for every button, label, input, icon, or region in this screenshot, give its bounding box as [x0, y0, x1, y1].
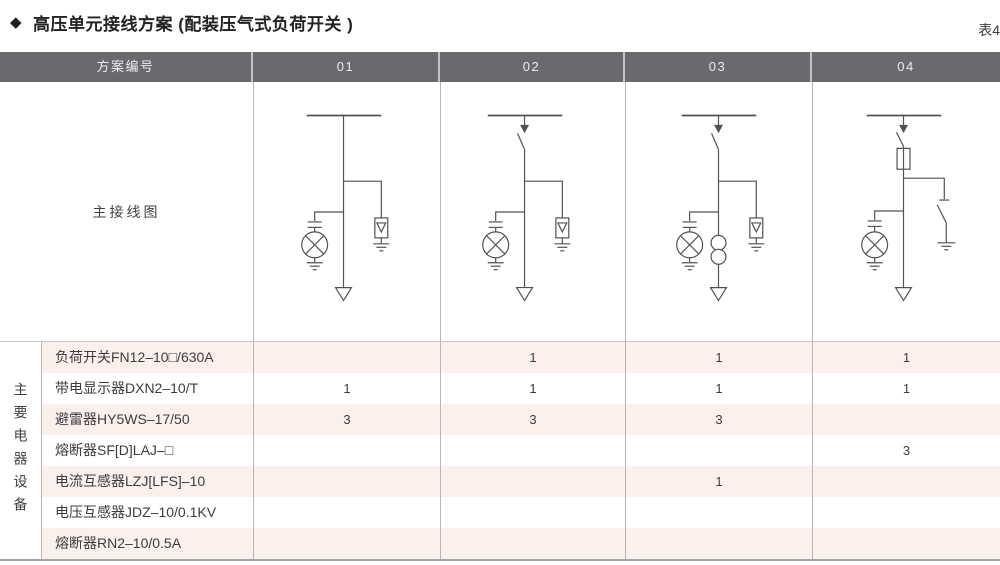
qty-scheme-01 [253, 528, 440, 559]
wiring-diagram-01-icon [301, 114, 390, 302]
qty-scheme-01 [253, 466, 440, 497]
qty-scheme-03 [625, 435, 812, 466]
diamond-bullet-icon: ◆ [10, 14, 22, 31]
header-scheme-label: 方案编号 [0, 52, 253, 82]
qty-scheme-03: 1 [625, 466, 812, 497]
qty-scheme-04: 3 [812, 435, 1000, 466]
wiring-diagram-03-icon [676, 114, 765, 302]
title-bar: ◆ 高压单元接线方案 (配装压气式负荷开关 ) 表4 [0, 6, 1000, 46]
header-scheme-04: 04 [897, 59, 915, 74]
qty-scheme-02 [440, 466, 625, 497]
equipment-name: 负荷开关FN12–10□/630A [42, 342, 253, 373]
equipment-name: 带电显示器DXN2–10/T [42, 373, 253, 404]
qty-scheme-03 [625, 528, 812, 559]
equipment-table: 主要电器设备 负荷开关FN12–10□/630A 1 1 1 带电显示器DXN2… [0, 341, 1000, 561]
qty-scheme-02: 1 [440, 373, 625, 404]
qty-scheme-02 [440, 528, 625, 559]
equipment-name: 熔断器RN2–10/0.5A [42, 528, 253, 559]
equipment-name: 电压互感器JDZ–10/0.1KV [42, 497, 253, 528]
qty-scheme-03: 1 [625, 342, 812, 373]
qty-scheme-04 [812, 528, 1000, 559]
equipment-group-label: 主要电器设备 [12, 381, 29, 520]
qty-scheme-01 [253, 435, 440, 466]
qty-scheme-03: 3 [625, 404, 812, 435]
equipment-name: 避雷器HY5WS–17/50 [42, 404, 253, 435]
wiring-diagram-01-cell [253, 82, 440, 341]
equipment-name: 熔断器SF[D]LAJ–□ [42, 435, 253, 466]
qty-scheme-01 [253, 342, 440, 373]
qty-scheme-04: 1 [812, 373, 1000, 404]
header-scheme-03: 03 [625, 52, 812, 82]
qty-scheme-02 [440, 497, 625, 528]
diagram-row-label: 主接线图 [92, 203, 161, 220]
qty-scheme-03: 1 [625, 373, 812, 404]
table-number: 表4 [978, 22, 1000, 38]
wiring-diagram-04-cell [812, 82, 1000, 341]
qty-scheme-01: 3 [253, 404, 440, 435]
qty-scheme-04 [812, 497, 1000, 528]
wiring-diagram-02-cell [440, 82, 625, 341]
qty-scheme-03 [625, 497, 812, 528]
wiring-diagram-02-icon [482, 114, 571, 302]
header-scheme-01: 01 [253, 52, 440, 82]
qty-scheme-01 [253, 497, 440, 528]
table-header-row: 方案编号 01 02 03 04 [0, 52, 1000, 82]
qty-scheme-01: 1 [253, 373, 440, 404]
qty-scheme-02 [440, 435, 625, 466]
diagram-row: 主接线图 [0, 82, 1000, 341]
scheme-table: 方案编号 01 02 03 04 主接线图 [0, 52, 1000, 561]
page-title: 高压单元接线方案 (配装压气式负荷开关 ) [33, 15, 354, 34]
qty-scheme-04: 1 [812, 342, 1000, 373]
equipment-group-cell: 主要电器设备 [0, 342, 42, 559]
qty-scheme-02: 3 [440, 404, 625, 435]
wiring-diagram-03-cell [625, 82, 812, 341]
diagram-row-label-cell: 主接线图 [0, 82, 253, 341]
qty-scheme-04 [812, 466, 1000, 497]
qty-scheme-04 [812, 404, 1000, 435]
qty-scheme-02: 1 [440, 342, 625, 373]
equipment-name: 电流互感器LZJ[LFS]–10 [42, 466, 253, 497]
header-scheme-02: 02 [440, 52, 625, 82]
wiring-diagram-04-icon [861, 114, 956, 302]
